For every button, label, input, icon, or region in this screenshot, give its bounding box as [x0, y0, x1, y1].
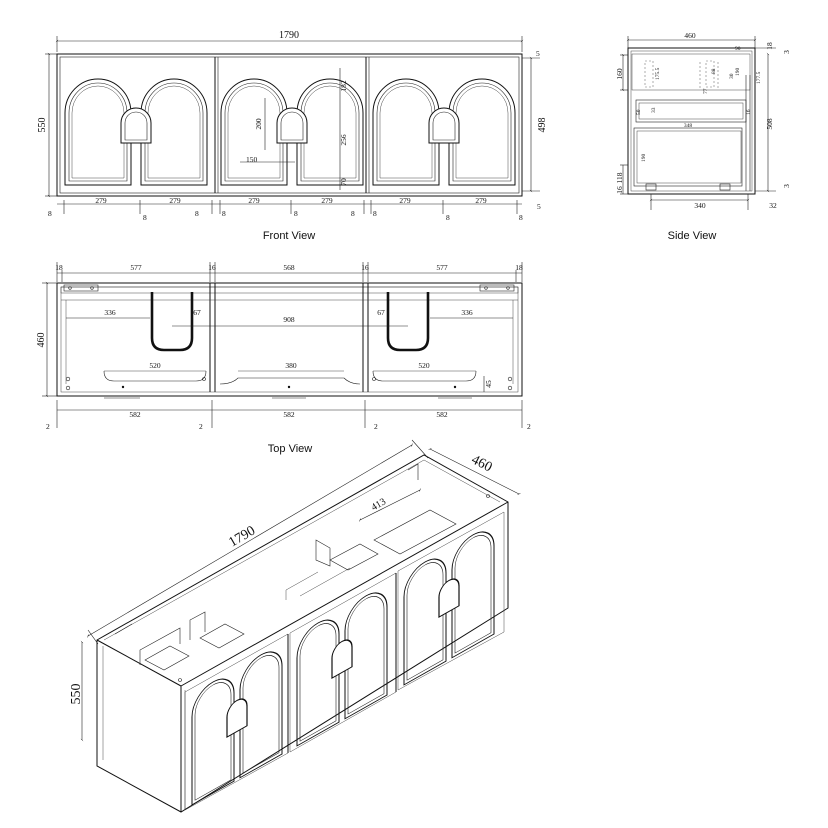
side-small-9: 16 [746, 109, 752, 115]
front-edge-2: 8 [143, 213, 147, 222]
top-right-bay: 577 [436, 263, 448, 272]
front-edge-9: 8 [519, 213, 523, 222]
top-middle-bay: 568 [283, 263, 295, 272]
front-edge-7: 8 [373, 209, 377, 218]
top-cutout-left: 67 [193, 308, 201, 317]
side-upper-height: 160 [615, 68, 624, 80]
front-overall-height: 550 [37, 118, 48, 133]
top-edge-1: 2 [46, 422, 50, 431]
side-rail: 118 [615, 172, 624, 183]
iso-width: 1790 [226, 523, 258, 550]
side-total-height: 508 [765, 118, 774, 130]
top-bay-width-1: 582 [129, 410, 141, 419]
front-edge-1: 8 [48, 209, 52, 218]
side-small-10: 190 [641, 154, 647, 163]
side-view-caption: Side View [668, 230, 717, 242]
side-small-7: 33 [651, 107, 657, 113]
front-door-width-5: 279 [399, 196, 411, 205]
top-left-inner: 336 [104, 308, 116, 317]
top-view-caption: Top View [268, 443, 312, 455]
top-bay-width-3: 582 [436, 410, 448, 419]
front-door-pair-middle [220, 78, 364, 186]
side-small-1: 175.5 [655, 67, 661, 80]
front-view-caption: Front View [263, 230, 315, 242]
top-left-slot: 520 [149, 361, 161, 370]
top-cutout-right: 67 [377, 308, 385, 317]
top-span: 908 [283, 315, 295, 324]
front-bottom-gap: 5 [537, 202, 541, 211]
top-divider-right: 16 [361, 263, 369, 272]
side-bottom-panel: 16 [615, 186, 624, 194]
front-edge-6: 8 [351, 209, 355, 218]
side-small-6: 30 [729, 73, 735, 79]
top-divider-left: 16 [208, 263, 216, 272]
side-bottom-gap: 3 [782, 184, 791, 188]
top-panel-right: 18 [515, 263, 523, 272]
front-handle-height: 200 [254, 118, 263, 130]
top-right-slot: 520 [418, 361, 430, 370]
side-small-0: 90 [735, 46, 741, 52]
front-edge-4: 8 [222, 209, 226, 218]
top-edge-3: 2 [374, 422, 378, 431]
front-overall-width: 1790 [279, 30, 299, 41]
top-view: 18 577 16 568 16 577 18 460 908 [36, 262, 531, 455]
side-depth: 460 [684, 31, 696, 40]
iso-inner: 413 [370, 496, 388, 513]
side-small-4: 77 [703, 88, 709, 94]
top-bay-width-2: 582 [283, 410, 295, 419]
front-door-width-1: 279 [95, 196, 107, 205]
front-door-width-3: 279 [248, 196, 260, 205]
iso-depth: 460 [469, 452, 495, 475]
front-edge-5: 8 [294, 209, 298, 218]
front-edge-3: 8 [195, 209, 199, 218]
side-top-gap: 3 [782, 50, 791, 54]
front-door-pair-right [372, 78, 516, 186]
side-small-2: 190 [735, 68, 741, 77]
top-panel-left: 18 [55, 263, 63, 272]
side-inner-depth: 340 [694, 201, 706, 210]
top-edge-4: 2 [527, 422, 531, 431]
iso-height: 550 [69, 684, 84, 705]
top-back-offset: 45 [484, 380, 493, 388]
front-handle-width: 150 [246, 155, 258, 164]
top-left-bay: 577 [130, 263, 142, 272]
front-arch-top: 182 [339, 80, 348, 92]
front-door-pair-left [64, 78, 208, 186]
front-door-width-2: 279 [169, 196, 181, 205]
top-right-inner: 336 [461, 308, 473, 317]
side-small-5: 88 [711, 68, 717, 74]
front-bottom-offset: 70 [339, 178, 348, 186]
front-edge-8: 8 [446, 213, 450, 222]
side-back: 32 [769, 201, 777, 210]
front-door-height: 498 [537, 118, 548, 133]
side-small-3: 177.5 [756, 71, 762, 84]
front-top-gap: 5 [536, 49, 540, 58]
side-small-8: 50 [636, 109, 642, 115]
front-door-width-4: 279 [321, 196, 333, 205]
front-handle-gap: 256 [339, 134, 348, 146]
top-middle-slot: 380 [285, 361, 297, 370]
front-door-width-6: 279 [475, 196, 487, 205]
top-depth: 460 [36, 333, 47, 348]
isometric-view: 1790 460 550 413 [69, 439, 521, 813]
top-edge-2: 2 [199, 422, 203, 431]
side-shelf: 348 [684, 123, 693, 129]
side-view: 460 90 175.5 190 177.5 77 88 30 33 50 16… [615, 31, 791, 242]
front-view: 1790 550 498 5 5 182 256 70 200 150 [37, 30, 548, 242]
side-top-thickness: 18 [765, 42, 774, 50]
